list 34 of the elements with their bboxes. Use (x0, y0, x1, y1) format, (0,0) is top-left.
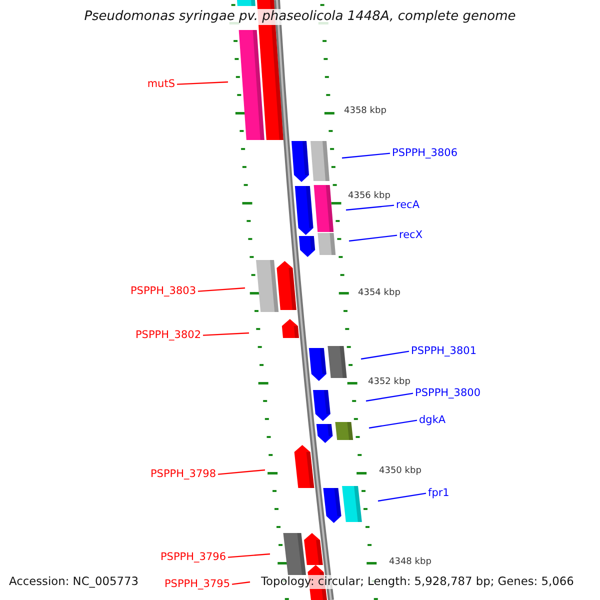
gene-label: fpr1 (428, 487, 450, 500)
leader-line (232, 581, 250, 585)
leader-line (228, 553, 270, 558)
gene-label: PSPPH_3796 (160, 551, 226, 564)
gene-label: PSPPH_3806 (392, 147, 458, 160)
gene-label: recA (396, 199, 420, 212)
gene-label: dgkA (419, 414, 446, 427)
gene-label: PSPPH_3800 (415, 387, 481, 400)
leader-line (198, 287, 246, 292)
leader-line (346, 204, 394, 211)
gene-label: PSPPH_3803 (130, 285, 196, 298)
scale-label: 4348 kbp (389, 557, 432, 568)
scale-label: 4352 kbp (368, 377, 410, 388)
gene-label: PSPPH_3802 (135, 329, 201, 342)
leader-line (360, 350, 410, 360)
scale-label: 4354 kbp (358, 288, 400, 299)
scale-label: 4358 kbp (344, 106, 386, 117)
leader-line (342, 152, 390, 159)
leader-line (202, 332, 250, 336)
gene-label: mutS (147, 78, 175, 91)
gene-label: recX (399, 229, 423, 242)
scale-label: 4350 kbp (379, 466, 422, 477)
scale-label: 4356 kbp (348, 191, 390, 202)
gene-label: PSPPH_3801 (411, 345, 477, 358)
gene-label: PSPPH_3795 (164, 578, 230, 591)
gene-label: PSPPH_3798 (150, 468, 216, 481)
leader-line (218, 469, 266, 475)
leader-line (176, 81, 228, 85)
leader-line (348, 234, 398, 242)
leader-line (368, 420, 418, 429)
footer-text: Accession: NC_005773 (9, 575, 138, 589)
footer-text: Topology: circular; Length: 5,928,787 bp; Genes: 5,066 (261, 575, 574, 589)
leader-line (366, 392, 414, 402)
leader-line (378, 492, 426, 502)
